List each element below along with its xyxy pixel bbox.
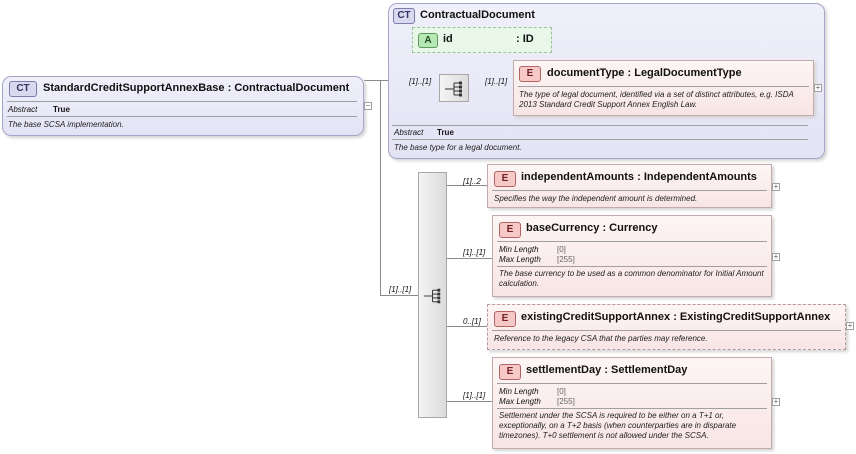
- settlementDay-cardinality: [1]..[1]: [463, 391, 486, 400]
- connector-el-4: [447, 401, 492, 402]
- sequence-icon: [445, 81, 462, 97]
- complex-type-badge-icon: CT: [393, 8, 415, 24]
- element-badge-icon: E: [519, 66, 541, 82]
- element-badge-icon: E: [499, 222, 521, 238]
- settlementDay-min-length-label: Min Length: [499, 387, 539, 396]
- element-badge-icon: E: [494, 171, 516, 187]
- element-existingCreditSupportAnnex[interactable]: E existingCreditSupportAnnex : ExistingC…: [487, 304, 846, 350]
- settlementDay-separator: [497, 383, 767, 384]
- base-complex-type-box[interactable]: CT ContractualDocument A id : ID [1]..[1…: [388, 3, 825, 159]
- settlementDay-documentation: Settlement under the SCSA is required to…: [499, 411, 737, 440]
- independentAmounts-expand-icon[interactable]: +: [772, 182, 780, 191]
- element-independentAmounts[interactable]: E independentAmounts : IndependentAmount…: [487, 164, 772, 208]
- documentType-expand-icon[interactable]: +: [814, 83, 822, 92]
- element-baseCurrency[interactable]: E baseCurrency : Currency Min Length [0]…: [492, 215, 772, 297]
- attribute-name: id: [443, 33, 453, 45]
- root-separator: [7, 101, 357, 102]
- settlementDay-max-length-value: [255]: [557, 397, 575, 406]
- connector-to-sequence: [380, 295, 418, 296]
- connector-el-3: [447, 326, 487, 327]
- root-name: StandardCreditSupportAnnexBase : Contrac…: [43, 82, 350, 94]
- baseCurrency-expand-icon[interactable]: +: [772, 252, 780, 261]
- root-collapse-icon[interactable]: −: [364, 101, 372, 110]
- base-seq-cardinality-right: [1]..[1]: [485, 77, 508, 86]
- base-abstract-label: Abstract: [394, 128, 424, 137]
- base-separator-2: [392, 139, 808, 140]
- independentAmounts-name: independentAmounts : IndependentAmounts: [521, 171, 757, 183]
- attribute-type: : ID: [516, 33, 534, 45]
- root-complex-type-box[interactable]: CT StandardCreditSupportAnnexBase : Cont…: [2, 76, 364, 136]
- baseCurrency-min-length-value: [0]: [557, 245, 566, 254]
- existingCreditSupportAnnex-expand-icon[interactable]: +: [846, 321, 854, 330]
- baseCurrency-documentation: The base currency to be used as a common…: [499, 269, 764, 288]
- root-type: ContractualDocument: [234, 82, 350, 94]
- independentAmounts-separator: [492, 190, 767, 191]
- settlementDay-min-length-value: [0]: [557, 387, 566, 396]
- base-abstract-value: True: [437, 128, 454, 137]
- settlementDay-expand-icon[interactable]: +: [772, 397, 780, 406]
- connector-el-2: [447, 258, 492, 259]
- attribute-badge-icon: A: [418, 33, 438, 48]
- documentType-name: documentType : LegalDocumentType: [547, 67, 742, 79]
- root-documentation: The base SCSA implementation.: [8, 120, 124, 129]
- base-sequence-compositor[interactable]: [439, 74, 469, 102]
- existingCreditSupportAnnex-name: existingCreditSupportAnnex : ExistingCre…: [521, 311, 831, 323]
- settlementDay-separator-2: [497, 408, 767, 409]
- connector-root-out: [364, 80, 380, 81]
- independentAmounts-cardinality: [1]..2: [463, 177, 481, 186]
- baseCurrency-max-length-label: Max Length: [499, 255, 541, 264]
- connector-trunk: [380, 80, 381, 295]
- existingCreditSupportAnnex-cardinality: 0..[1]: [463, 317, 481, 326]
- sequence-icon: [423, 288, 441, 304]
- baseCurrency-separator: [497, 241, 767, 242]
- independentAmounts-documentation: Specifies the way the independent amount…: [494, 194, 698, 203]
- element-badge-icon: E: [494, 311, 516, 327]
- base-seq-cardinality-left: [1]..[1]: [409, 77, 432, 86]
- baseCurrency-max-length-value: [255]: [557, 255, 575, 264]
- existingCreditSupportAnnex-separator: [492, 330, 841, 331]
- element-badge-icon: E: [499, 364, 521, 380]
- element-settlementDay[interactable]: E settlementDay : SettlementDay Min Leng…: [492, 357, 772, 449]
- baseCurrency-separator-2: [497, 266, 767, 267]
- attribute-id[interactable]: A id : ID: [412, 27, 552, 53]
- baseCurrency-cardinality: [1]..[1]: [463, 248, 486, 257]
- connector-to-base: [380, 80, 390, 81]
- documentType-separator: [518, 86, 809, 87]
- documentType-documentation: The type of legal document, identified v…: [519, 90, 794, 109]
- sequence-cardinality: [1]..[1]: [389, 285, 412, 294]
- settlementDay-max-length-label: Max Length: [499, 397, 541, 406]
- baseCurrency-name: baseCurrency : Currency: [526, 222, 658, 234]
- root-separator-2: [7, 116, 357, 117]
- base-name: ContractualDocument: [420, 9, 535, 21]
- root-abstract-value: True: [53, 105, 70, 114]
- complex-type-badge-icon: CT: [9, 81, 37, 97]
- settlementDay-name: settlementDay : SettlementDay: [526, 364, 688, 376]
- baseCurrency-min-length-label: Min Length: [499, 245, 539, 254]
- root-abstract-label: Abstract: [8, 105, 38, 114]
- main-sequence-compositor[interactable]: [418, 172, 447, 418]
- base-documentation: The base type for a legal document.: [394, 143, 522, 152]
- element-documentType[interactable]: E documentType : LegalDocumentType The t…: [513, 60, 814, 116]
- existingCreditSupportAnnex-documentation: Reference to the legacy CSA that the par…: [494, 334, 708, 343]
- connector-el-1: [447, 185, 487, 186]
- base-separator: [392, 125, 808, 126]
